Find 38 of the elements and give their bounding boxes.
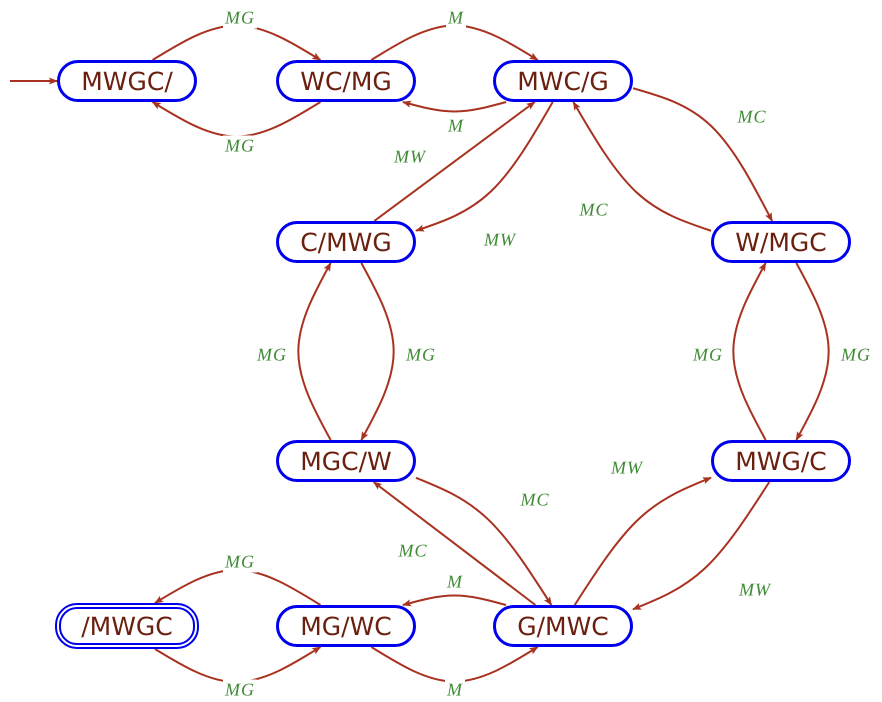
state-node [276,60,416,102]
arrow [370,24,538,61]
state-label: W/MGC [735,228,827,256]
state-label: MWGC/ [81,66,173,96]
arrow [732,262,767,440]
arrow [10,77,58,85]
state-node [276,440,416,482]
state-label: /MWGC [81,612,173,640]
arrow [415,102,554,232]
state-node [276,605,416,647]
state-node [711,221,851,263]
arrow [572,101,712,232]
arrow [372,481,536,606]
state-label: MG/WC [300,612,392,640]
arrow [795,262,830,441]
state-node [57,60,197,102]
state-node [493,60,633,102]
arrow [416,476,552,606]
state-label: C/MWG [300,228,392,256]
state-label: G/MWC [517,612,609,640]
state-label: MGC/W [300,446,392,476]
state-node [711,440,851,482]
state-node [276,221,416,263]
state-label: MWC/G [517,66,609,96]
arrow [152,101,321,138]
arrow [402,100,506,112]
arrow [360,262,395,441]
state-label: MWG/C [735,446,827,476]
arrow [632,481,770,610]
arrow [402,594,506,606]
state-node [493,605,633,647]
state-label: WC/MG [300,66,392,96]
arrow [297,262,332,440]
arrow [632,87,773,222]
arrow [370,646,538,682]
accepting-state [55,603,199,649]
arrow [374,101,536,222]
arrow [574,476,712,606]
